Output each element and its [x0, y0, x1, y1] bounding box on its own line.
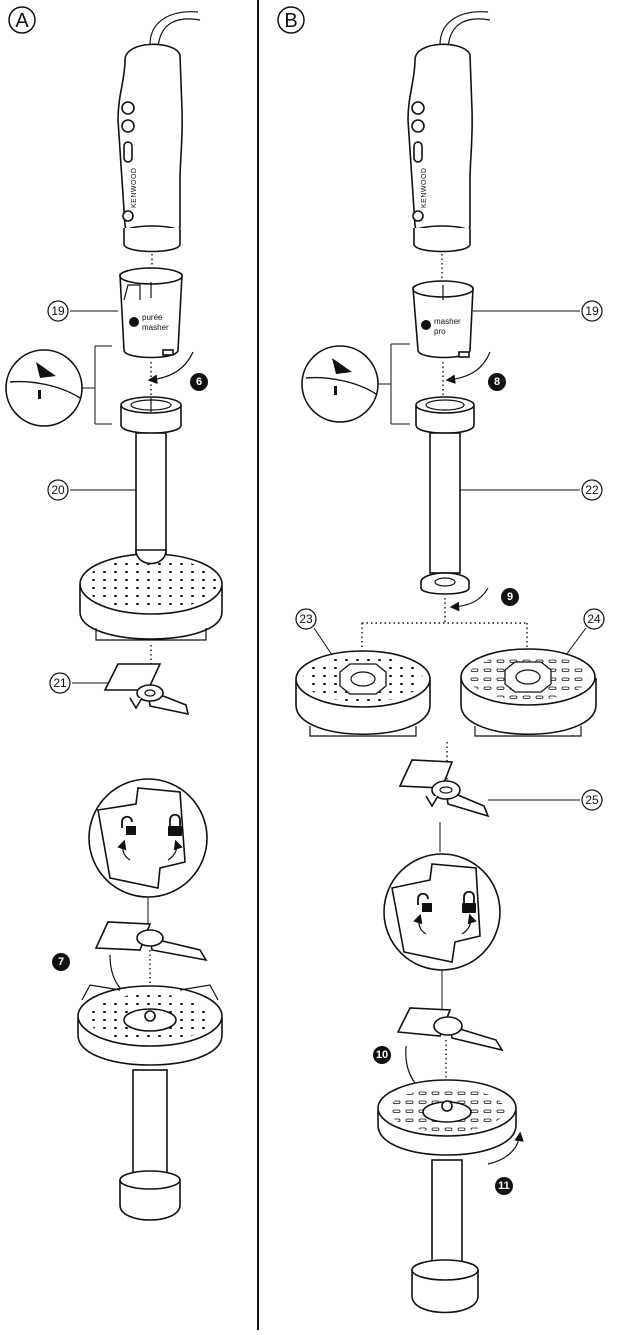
- puree-masher-gearbox: purée masher: [119, 267, 183, 359]
- step-11-badge: 11: [495, 1177, 513, 1195]
- brand-label-a: KENWOOD: [131, 168, 138, 208]
- masher-base-a: [77, 984, 223, 1221]
- rotate-arrow-8: [445, 351, 491, 384]
- step-10-badge: 10: [373, 1046, 391, 1064]
- step-8-badge: 8: [488, 373, 506, 391]
- disc-23: [295, 650, 431, 737]
- leader-23: [313, 627, 333, 656]
- attachment-label-line1-b: masher: [434, 317, 461, 326]
- part-label-20-text: 20: [51, 483, 65, 497]
- part-label-24: 24: [583, 608, 605, 630]
- attach-arrow-9: [449, 587, 489, 612]
- step-7-badge: 7: [52, 953, 70, 971]
- alignment-inset-a: [5, 345, 112, 427]
- leader-24: [565, 627, 587, 656]
- paddle-assembly-a: [94, 921, 208, 962]
- rotate-arrow-11: [487, 1131, 524, 1165]
- part-label-25-text: 25: [585, 793, 599, 807]
- alignment-inset-b: [301, 343, 410, 425]
- step-6-number: 6: [196, 376, 202, 388]
- part-label-19b: 19: [581, 300, 603, 322]
- part-label-24-text: 24: [587, 612, 601, 626]
- part-label-19b-text: 19: [585, 304, 599, 318]
- step-11-number: 11: [498, 1180, 510, 1192]
- rotate-arrow-6: [147, 351, 194, 385]
- part-label-21: 21: [49, 672, 71, 694]
- part-label-22: 22: [581, 479, 603, 501]
- step-8-number: 8: [494, 376, 500, 388]
- part-label-25: 25: [581, 789, 603, 811]
- part-label-19a: 19: [47, 300, 69, 322]
- step-10-number: 10: [376, 1049, 388, 1061]
- disc-24: [460, 648, 597, 737]
- step-9-number: 9: [507, 591, 513, 603]
- step-6-badge: 6: [190, 373, 208, 391]
- disc-choice-guides: [361, 598, 528, 655]
- paddle-25: [398, 759, 490, 818]
- part-label-22-text: 22: [585, 483, 599, 497]
- part-label-23: 23: [295, 608, 317, 630]
- paddle-21: [103, 663, 190, 716]
- section-b-badge: B: [277, 6, 305, 34]
- part-label-21-text: 21: [53, 676, 67, 690]
- masher-shaft-20: [79, 396, 223, 641]
- part-label-20: 20: [47, 479, 69, 501]
- lock-dial-b: [383, 853, 501, 971]
- step-9-badge: 9: [501, 588, 519, 606]
- brand-label-b: KENWOOD: [421, 168, 428, 208]
- attachment-label-line2-b: pro: [434, 327, 446, 336]
- step-7-number: 7: [58, 956, 64, 968]
- section-b-letter: B: [284, 10, 297, 32]
- attachment-label-line1-a: purée: [142, 313, 163, 322]
- power-handle-a: KENWOOD: [117, 11, 201, 253]
- section-a-letter: A: [15, 10, 29, 32]
- lock-dial-a: [88, 778, 208, 898]
- paddle-assembly-b: [396, 1007, 504, 1052]
- masher-base-b: [377, 1079, 517, 1314]
- masher-shaft-22: [415, 396, 475, 595]
- masher-pro-gearbox: masher pro: [412, 280, 474, 359]
- section-a-badge: A: [8, 6, 36, 34]
- part-label-23-text: 23: [299, 612, 313, 626]
- power-handle-b: KENWOOD: [407, 11, 491, 253]
- part-label-19a-text: 19: [51, 304, 65, 318]
- attachment-label-line2-a: masher: [142, 323, 169, 332]
